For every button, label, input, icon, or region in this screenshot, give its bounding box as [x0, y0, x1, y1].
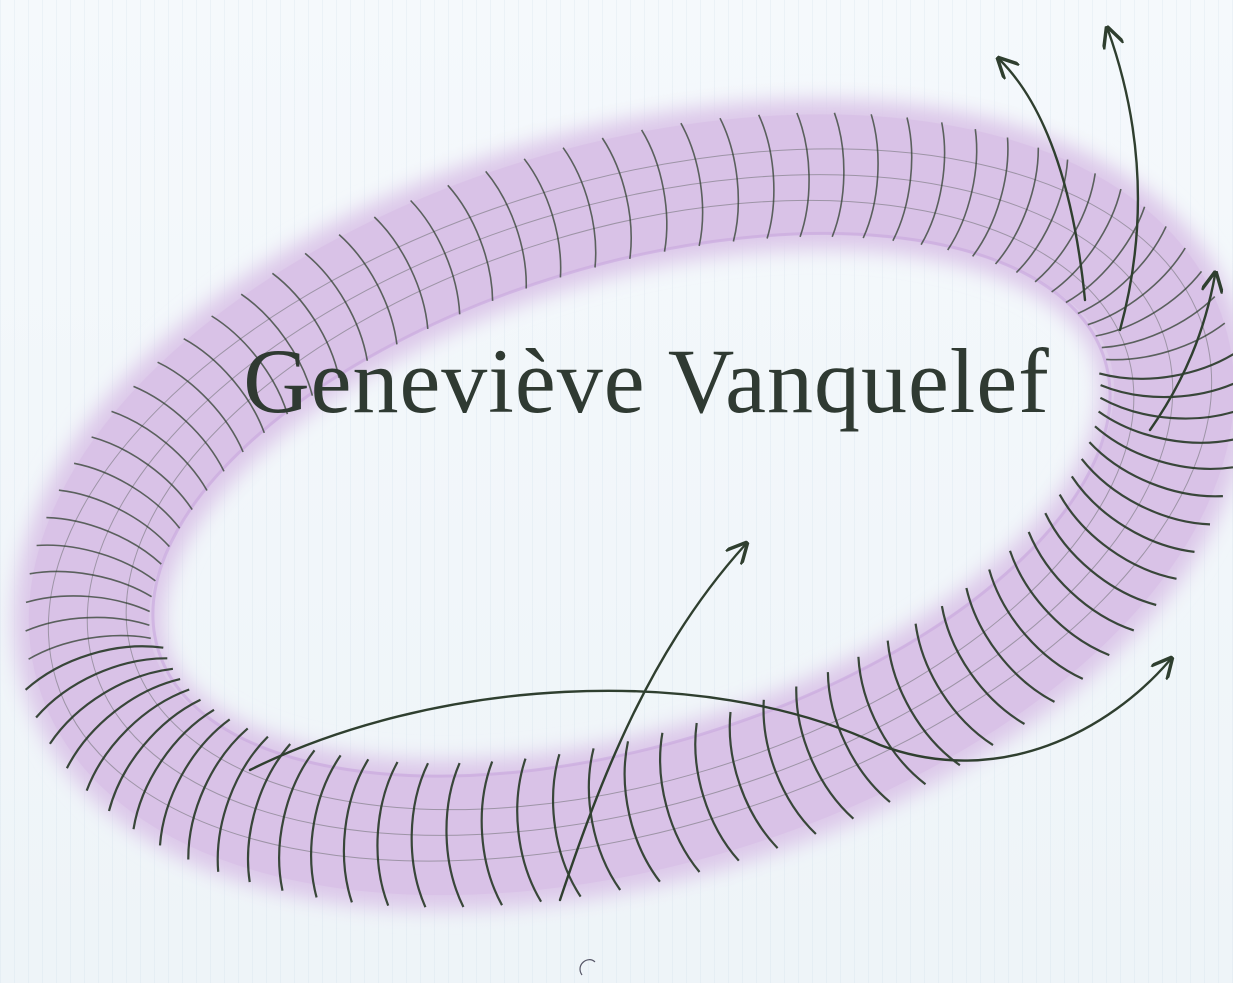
pencil-mark	[580, 960, 595, 975]
